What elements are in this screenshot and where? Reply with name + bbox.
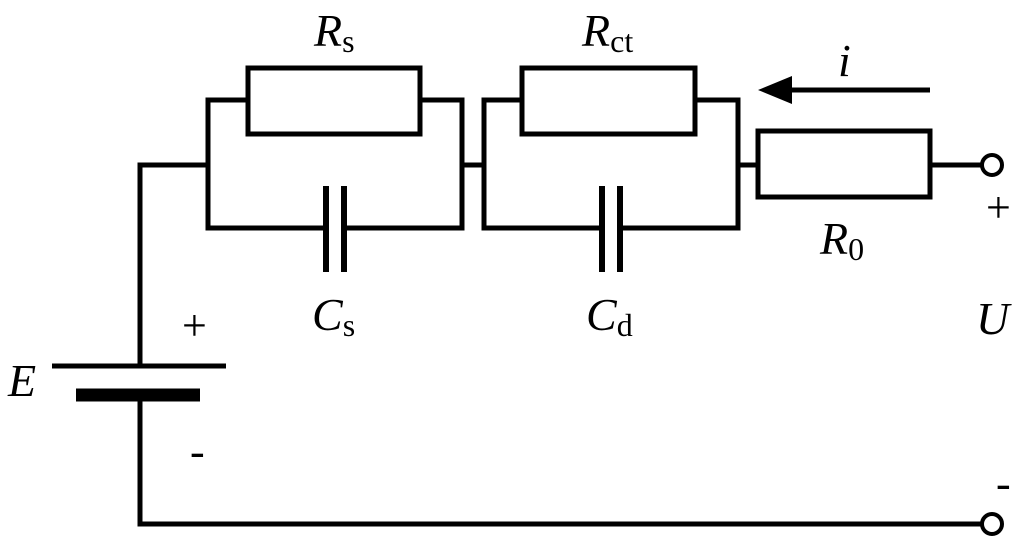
label-u-plus: + bbox=[986, 183, 1011, 232]
terminal-minus bbox=[980, 512, 1004, 536]
resistor-rct bbox=[519, 65, 698, 137]
wires bbox=[137, 97, 985, 527]
current-arrow bbox=[758, 76, 930, 104]
label-r0: R0 bbox=[819, 213, 864, 267]
label-e-minus: - bbox=[190, 427, 205, 476]
battery-e bbox=[52, 363, 226, 402]
label-rs: Rs bbox=[313, 5, 355, 59]
capacitor-cd bbox=[599, 186, 623, 272]
label-u: U bbox=[976, 293, 1012, 344]
label-cd: Cd bbox=[586, 289, 633, 343]
label-rct: Rct bbox=[581, 5, 633, 59]
label-current: i bbox=[838, 35, 851, 86]
label-e-plus: + bbox=[182, 301, 207, 350]
capacitor-cs bbox=[323, 186, 347, 272]
label-e: E bbox=[7, 355, 36, 406]
terminal-plus bbox=[980, 153, 1004, 177]
label-cs: Cs bbox=[312, 289, 355, 343]
resistor-r0 bbox=[755, 128, 933, 200]
wire-bottom-rail bbox=[137, 392, 985, 527]
wire-left-top bbox=[137, 162, 211, 369]
label-u-minus: - bbox=[996, 459, 1011, 508]
resistor-rs bbox=[245, 65, 423, 137]
